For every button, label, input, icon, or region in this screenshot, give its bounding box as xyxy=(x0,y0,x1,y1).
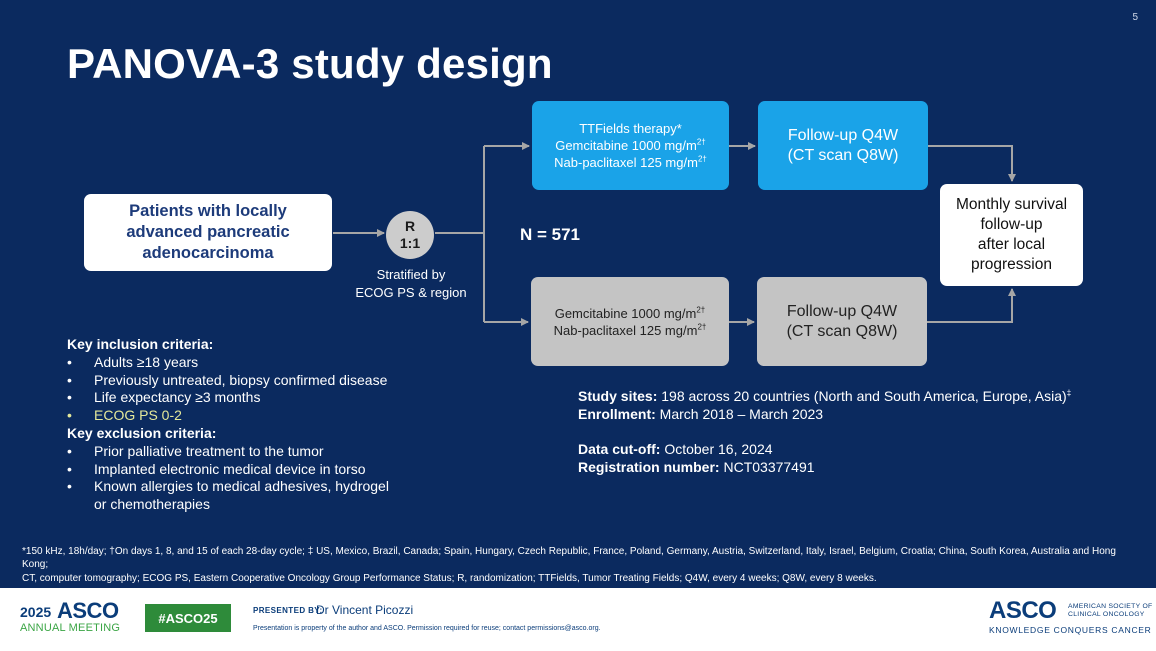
inclusion-text: Life expectancy ≥3 months xyxy=(94,389,261,406)
exclusion-item: • Prior palliative treatment to the tumor xyxy=(67,443,447,461)
page-number: 5 xyxy=(1132,12,1138,23)
slide: 5 PANOVA-3 study design Patients with lo… xyxy=(0,0,1156,588)
ttfields-arm-box: TTFields therapy* Gemcitabine 1000 mg/m2… xyxy=(532,101,729,190)
study-sites-row: Study sites: 198 across 20 countries (No… xyxy=(578,388,1138,406)
monthly-line: progression xyxy=(971,256,1052,273)
gem-arm-line: Gemcitabine 1000 mg/m xyxy=(554,305,697,321)
stratification-line: ECOG PS & region xyxy=(355,285,467,300)
footnote-line: CT, computer tomography; ECOG PS, Easter… xyxy=(22,572,877,584)
monthly-line: Monthly survival xyxy=(955,196,1068,213)
bullet: • xyxy=(67,407,72,424)
registration-value: NCT03377491 xyxy=(719,459,815,476)
enrollment-value: March 2018 – March 2023 xyxy=(655,405,824,422)
study-info: Study sites: 198 across 20 countries (No… xyxy=(578,388,1138,477)
exclusion-heading: Key exclusion criteria: xyxy=(67,424,217,441)
followup-line: Follow-up Q4W xyxy=(786,302,898,320)
followup-line: (CT scan Q8W) xyxy=(787,146,899,164)
exclusion-item: • Known allergies to medical adhesives, h… xyxy=(67,478,447,496)
spacer xyxy=(578,424,1138,442)
registration-row: Registration number: NCT03377491 xyxy=(578,459,1138,477)
patients-box: Patients with locally advanced pancreati… xyxy=(84,194,332,271)
superscript: 2† xyxy=(697,322,707,332)
meeting-label: ANNUAL MEETING xyxy=(20,622,121,634)
inclusion-text: Adults ≥18 years xyxy=(94,353,199,370)
inclusion-item: • Life expectancy ≥3 months xyxy=(67,389,447,407)
stratification-note: Stratified by ECOG PS & region xyxy=(346,266,476,302)
flow-connectors xyxy=(333,142,1016,326)
exclusion-item: • Implanted electronic medical device in … xyxy=(67,461,447,479)
registration-label: Registration number: xyxy=(578,459,720,476)
footnote-line: *150 kHz, 18h/day; †On days 1, 8, and 15… xyxy=(22,546,1116,571)
cutoff-label: Data cut-off: xyxy=(578,441,661,458)
asco-society-line: AMERICAN SOCIETY OF xyxy=(1068,603,1153,610)
monthly-survival-box: Monthly survival follow-up after local p… xyxy=(940,184,1083,286)
bullet: • xyxy=(67,478,72,495)
followup-line: (CT scan Q8W) xyxy=(786,322,898,340)
randomization-circle: R 1:1 xyxy=(386,211,434,259)
control-arm-box: Gemcitabine 1000 mg/m2† Nab-paclitaxel 1… xyxy=(531,277,729,366)
exclusion-text: Implanted electronic medical device in t… xyxy=(94,460,366,477)
slide-title: PANOVA-3 study design xyxy=(67,40,553,87)
ttf-arm-line: Nab-paclitaxel 125 mg/m xyxy=(554,155,698,170)
bullet: • xyxy=(67,353,72,370)
ttf-arm-line: Gemcitabine 1000 mg/m xyxy=(555,138,697,153)
followup-bottom-box: Follow-up Q4W (CT scan Q8W) xyxy=(757,277,927,366)
criteria-section: Key inclusion criteria: • Adults ≥18 year… xyxy=(67,336,447,514)
stratification-line: Stratified by xyxy=(376,267,446,282)
superscript: 2† xyxy=(697,154,707,164)
meeting-year: 2025 xyxy=(20,604,52,620)
asco-society-line: CLINICAL ONCOLOGY xyxy=(1068,611,1145,618)
superscript: 2† xyxy=(696,305,706,315)
patients-line: advanced pancreatic xyxy=(126,223,290,241)
bullet: • xyxy=(67,460,72,477)
bullet: • xyxy=(67,389,72,406)
asco-society-name: AMERICAN SOCIETY OF CLINICAL ONCOLOGY xyxy=(1068,603,1153,619)
gem-arm-line: Nab-paclitaxel 125 mg/m xyxy=(553,322,698,338)
monthly-line: after local xyxy=(977,236,1046,253)
bullet: • xyxy=(67,442,72,459)
arrow-followup-bottom-to-monthly xyxy=(927,288,1016,323)
followup-line: Follow-up Q4W xyxy=(787,126,899,144)
superscript: ‡ xyxy=(1066,388,1072,398)
patients-line: adenocarcinoma xyxy=(142,244,274,262)
footnotes: *150 kHz, 18h/day; †On days 1, 8, and 15… xyxy=(22,545,1142,585)
study-sites-value: 198 across 20 countries (North and South… xyxy=(657,388,1067,404)
inclusion-text: ECOG PS 0-2 xyxy=(94,407,182,424)
presented-by-label: PRESENTED BY: xyxy=(253,606,323,615)
bullet: • xyxy=(67,371,72,388)
ttf-arm-line: TTFields therapy* xyxy=(579,121,682,136)
presenter-name: Dr Vincent Picozzi xyxy=(316,603,414,617)
sample-size-label: N = 571 xyxy=(520,225,581,244)
superscript: 2† xyxy=(696,137,706,147)
disclaimer: Presentation is property of the author a… xyxy=(253,625,601,632)
asco-tagline: KNOWLEDGE CONQUERS CANCER xyxy=(989,625,1152,635)
arrow-followup-top-to-monthly xyxy=(928,145,1016,182)
exclusion-text: Known allergies to medical adhesives, hy… xyxy=(94,478,389,495)
followup-top-box: Follow-up Q4W (CT scan Q8W) xyxy=(758,101,928,190)
inclusion-item-highlighted: • ECOG PS 0-2 xyxy=(67,407,447,425)
exclusion-text: or chemotherapies xyxy=(94,496,210,513)
randomization-ratio: 1:1 xyxy=(399,235,421,251)
exclusion-item-continued: or chemotherapies xyxy=(67,496,447,514)
asco-logo: ASCO xyxy=(989,597,1057,624)
enrollment-label: Enrollment: xyxy=(578,405,656,422)
exclusion-text: Prior palliative treatment to the tumor xyxy=(94,442,324,459)
inclusion-text: Previously untreated, biopsy confirmed d… xyxy=(94,371,388,388)
enrollment-row: Enrollment: March 2018 – March 2023 xyxy=(578,406,1138,424)
monthly-line: follow-up xyxy=(980,216,1043,233)
patients-line: Patients with locally xyxy=(129,202,287,220)
hashtag-badge: #ASCO25 xyxy=(145,604,231,632)
randomization-label: R xyxy=(404,218,416,234)
cutoff-row: Data cut-off: October 16, 2024 xyxy=(578,441,1138,459)
inclusion-item: • Adults ≥18 years xyxy=(67,354,447,372)
meeting-asco-logo: ASCO xyxy=(57,598,119,623)
cutoff-value: October 16, 2024 xyxy=(660,441,773,458)
study-sites-label: Study sites: xyxy=(578,388,658,404)
inclusion-heading: Key inclusion criteria: xyxy=(67,336,214,352)
inclusion-item: • Previously untreated, biopsy confirmed … xyxy=(67,372,447,390)
